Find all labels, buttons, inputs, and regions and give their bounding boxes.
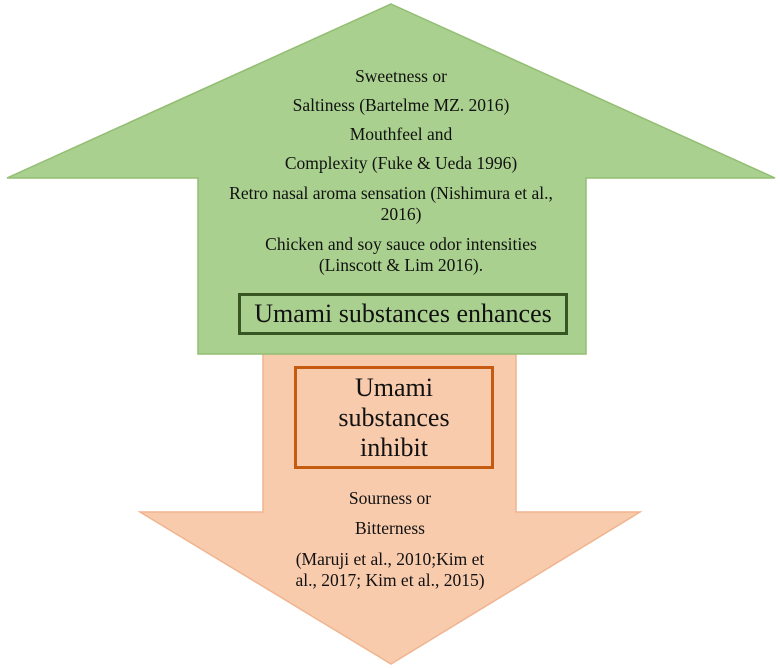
enhance-label-box: Umami substances enhances — [238, 293, 568, 335]
down-arrow-line-2: Bitterness — [355, 518, 425, 538]
up-arrow-line-3: Mouthfeel and — [349, 124, 453, 144]
up-arrow-line-4: Complexity (Fuke & Ueda 1996) — [284, 153, 518, 173]
down-arrow-line-3: (Maruji et al., 2010;Kim et — [295, 549, 485, 569]
up-arrow-line-7: Chicken and soy sauce odor intensities — [265, 234, 537, 254]
down-arrow — [137, 349, 643, 665]
inhibit-label-box: Umami substances inhibit — [294, 366, 494, 469]
down-arrow-line-4: al., 2017; Kim et al., 2015) — [295, 570, 485, 590]
inhibit-label-line-2: substances — [338, 402, 450, 432]
down-arrow-line-1: Sourness or — [348, 488, 432, 508]
up-arrow-line-2: Saltiness (Bartelme MZ. 2016) — [292, 95, 510, 115]
up-arrow-line-5: Retro nasal aroma sensation (Nishimura e… — [229, 183, 553, 203]
up-arrow-line-8: (Linscott & Lim 2016). — [318, 255, 484, 275]
inhibit-label-line-1: Umami — [354, 372, 433, 402]
inhibit-label-line-3: inhibit — [360, 432, 428, 462]
up-arrow — [6, 3, 776, 355]
up-arrow-line-6: 2016) — [380, 204, 422, 224]
enhance-label: Umami substances enhances — [254, 299, 552, 328]
up-arrow-line-1: Sweetness or — [355, 66, 447, 86]
